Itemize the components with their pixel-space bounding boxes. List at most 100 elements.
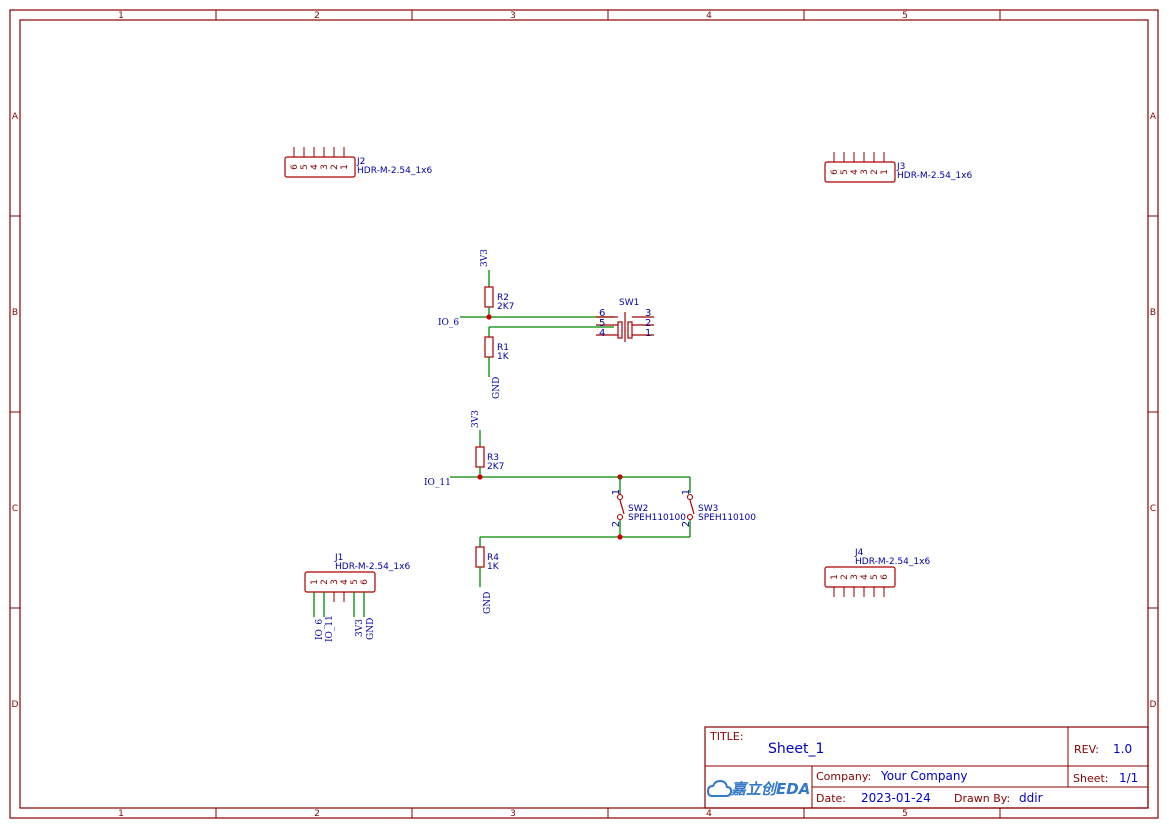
- resistor-r4[interactable]: [475, 546, 485, 568]
- j2-ref: J2: [356, 157, 365, 167]
- j3-pin-label: 6: [830, 169, 840, 175]
- row-label-c-left: C: [12, 504, 18, 514]
- r3-value: 2K7: [487, 462, 504, 472]
- j1-value: HDR-M-2.54_1x6: [335, 562, 410, 572]
- date-label: Date:: [816, 792, 846, 805]
- sw3-value: SPEH110100: [698, 513, 756, 523]
- row-label-d-left: D: [12, 700, 19, 710]
- sw1-pin-label: 6: [599, 308, 605, 319]
- net-gnd-mid: GND: [483, 592, 493, 614]
- j2-pin-label: 2: [330, 164, 340, 170]
- row-label-b-left: B: [12, 308, 18, 318]
- sw3-pin-label: 2: [681, 521, 692, 527]
- resistor-r2[interactable]: [484, 286, 494, 308]
- j1-pin-label: 5: [350, 579, 360, 585]
- col-label-5-top: 5: [902, 11, 908, 21]
- rev-value: 1.0: [1113, 742, 1132, 756]
- j2-pin-label: 6: [290, 164, 300, 170]
- j3-ref: J3: [896, 162, 905, 172]
- sheet-value: 1/1: [1119, 771, 1138, 785]
- j3-pin-label: 4: [850, 169, 860, 175]
- sw1-pin-label: 5: [599, 318, 605, 329]
- j4-pin-label: 1: [830, 574, 840, 580]
- junction-dot: [486, 314, 492, 320]
- row-label-a-right: A: [1150, 112, 1157, 122]
- resistor-r3[interactable]: [475, 446, 485, 468]
- net-gnd-top: GND: [492, 377, 502, 399]
- j3-pin-label: 5: [840, 169, 850, 175]
- sw1-pin-label: 4: [599, 328, 605, 339]
- net-3v3-mid: 3V3: [471, 410, 481, 428]
- title-label: TITLE:: [709, 730, 743, 743]
- r2-ref: R2: [497, 293, 509, 303]
- j4-pin-label: 3: [850, 574, 860, 580]
- junction-dot: [617, 534, 623, 540]
- j1-pin-label: 2: [320, 579, 330, 585]
- header-j2[interactable]: 6 5 4 3 2 1 J2 HDR-M-2.54_1x6: [284, 147, 432, 178]
- j1-pin-label: 6: [360, 579, 370, 585]
- sw1-ref: SW1: [619, 298, 639, 308]
- net-j1-io6: IO_6: [315, 619, 325, 640]
- sw3-ref: SW3: [698, 504, 718, 514]
- col-label-5-bottom: 5: [902, 809, 908, 819]
- j2-pin-label: 3: [320, 164, 330, 170]
- j2-pin-label: 4: [310, 164, 320, 170]
- date-value: 2023-01-24: [861, 791, 931, 805]
- col-label-3-top: 3: [510, 11, 516, 21]
- j3-pin-label: 1: [880, 169, 890, 175]
- switch-sw3[interactable]: 1 2 SW3 SPEH110100: [681, 489, 756, 527]
- switch-sw2[interactable]: 1 2 SW2 SPEH110100: [611, 489, 686, 527]
- j3-value: HDR-M-2.54_1x6: [897, 171, 972, 181]
- j2-value: HDR-M-2.54_1x6: [357, 166, 432, 176]
- resistor-r1[interactable]: [484, 336, 494, 358]
- net-io11: IO_11: [424, 478, 451, 488]
- r2-value: 2K7: [497, 302, 514, 312]
- sw2-ref: SW2: [628, 504, 648, 514]
- sw1-pin-label: 3: [645, 308, 651, 319]
- sw2-pin-label: 2: [611, 521, 622, 527]
- sw2-pin-label: 1: [611, 489, 622, 495]
- j3-pin-label: 2: [870, 169, 880, 175]
- j4-value: HDR-M-2.54_1x6: [855, 557, 930, 567]
- sw3-pin-label: 1: [681, 489, 692, 495]
- switch-sw1[interactable]: SW1 6 5 4 3 2 1: [596, 298, 654, 342]
- sw1-pin-label: 1: [645, 328, 651, 339]
- r3-ref: R3: [487, 453, 499, 463]
- r4-ref: R4: [487, 553, 499, 563]
- circuit-sw2-sw3: 3V3 R3 2K7 IO_11 1 2 SW2 SPEH110100: [424, 410, 756, 614]
- net-3v3-top: 3V3: [480, 249, 490, 267]
- net-j1-gnd: GND: [366, 618, 376, 640]
- title-block: TITLE: Sheet_1 REV: 1.0 Company: Your Co…: [704, 726, 1149, 809]
- circuit-sw1: 3V3 R2 2K7 IO_6 R1 1K GND SW1 6: [438, 249, 654, 399]
- j4-ref: J4: [854, 548, 864, 558]
- sw1-pin-label: 2: [645, 318, 651, 329]
- eda-logo: 嘉立创EDA: [706, 779, 810, 798]
- j4-pin-label: 4: [860, 574, 870, 580]
- j4-pin-label: 2: [840, 574, 850, 580]
- row-label-d-right: D: [1150, 700, 1157, 710]
- col-label-4-bottom: 4: [706, 809, 712, 819]
- row-label-b-right: B: [1150, 308, 1156, 318]
- col-label-1-bottom: 1: [118, 809, 124, 819]
- col-label-4-top: 4: [706, 11, 712, 21]
- j3-pin-label: 3: [860, 169, 870, 175]
- j4-pin-label: 6: [880, 574, 890, 580]
- r1-value: 1K: [497, 352, 510, 362]
- j1-pin-label: 1: [310, 579, 320, 585]
- net-io6: IO_6: [438, 318, 459, 328]
- cloud-icon: [706, 779, 733, 797]
- j1-pin-label: 4: [340, 579, 350, 585]
- drawn-by-label: Drawn By:: [954, 792, 1010, 805]
- sheet-label: Sheet:: [1073, 772, 1109, 785]
- header-j4[interactable]: J4 HDR-M-2.54_1x6 1 2 3 4 5 6: [824, 548, 930, 597]
- company-value: Your Company: [880, 769, 968, 783]
- j2-pin-label: 5: [300, 164, 310, 170]
- col-label-1-top: 1: [118, 11, 124, 21]
- j4-pin-label: 5: [870, 574, 880, 580]
- j1-pin-label: 3: [330, 579, 340, 585]
- net-j1-io11: IO_11: [325, 615, 335, 642]
- header-j1[interactable]: J1 HDR-M-2.54_1x6 1 2 3 4 5 6 IO_6 IO_11…: [304, 553, 410, 642]
- header-j3[interactable]: 6 5 4 3 2 1 J3 HDR-M-2.54_1x6: [824, 152, 972, 183]
- logo-text: 嘉立创EDA: [730, 780, 810, 798]
